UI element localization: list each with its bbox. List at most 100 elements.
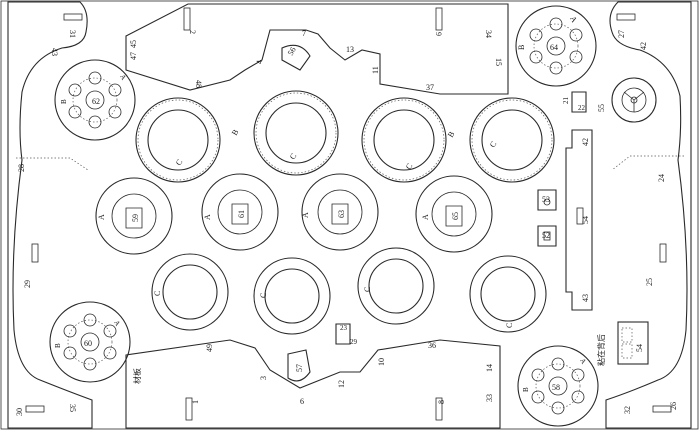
letter-b: B <box>517 45 526 50</box>
label-53: 53 <box>542 195 550 204</box>
steering-wheel-55 <box>611 77 657 123</box>
label-47: 47 <box>129 52 138 60</box>
letter-b: B <box>230 128 240 137</box>
label-26: 26 <box>669 402 678 410</box>
label-60: 60 <box>84 339 92 348</box>
right-side-panel <box>605 1 692 429</box>
left-side-panel <box>7 1 93 429</box>
hub-60 <box>49 301 131 383</box>
letter-c: C <box>404 162 414 171</box>
letter-b: B <box>54 343 62 348</box>
letter-c: C <box>174 158 184 167</box>
label-55: 55 <box>597 104 606 112</box>
label-65: 65 <box>451 212 460 220</box>
tab-21-22 <box>571 91 587 113</box>
tab-52 <box>537 225 557 247</box>
label-52: 52 <box>542 231 550 240</box>
label-54b: 54 <box>635 344 644 352</box>
label-24: 24 <box>657 174 666 182</box>
slot <box>63 13 83 21</box>
tab-53 <box>537 189 557 211</box>
part-56 <box>281 44 311 71</box>
slot <box>435 397 443 421</box>
letter-c: C <box>288 152 298 161</box>
slot <box>435 7 443 31</box>
tire-ring <box>357 247 435 325</box>
label-54: 54 <box>581 216 590 224</box>
label-49: 49 <box>205 344 214 352</box>
label-57: 57 <box>295 364 304 372</box>
bottom-body-panel <box>125 339 501 429</box>
label-56: 56 <box>286 46 298 57</box>
label-43: 43 <box>50 48 59 56</box>
label-4: 4 <box>255 60 264 64</box>
label-11: 11 <box>371 66 380 74</box>
label-42: 42 <box>639 42 648 50</box>
letter-a: A <box>301 212 310 218</box>
tire-ring <box>151 253 229 331</box>
tire-ring <box>361 97 447 183</box>
wheel-disc-59 <box>95 177 173 255</box>
label-33: 33 <box>485 394 494 402</box>
glue-tab-54 <box>617 321 649 365</box>
label-36: 36 <box>428 341 436 350</box>
label-28: 28 <box>17 164 26 172</box>
label-64: 64 <box>550 43 558 52</box>
letter-a: A <box>112 319 121 327</box>
label-3: 3 <box>259 376 268 380</box>
label-8: 8 <box>437 400 446 404</box>
label-48: 48 <box>194 80 203 88</box>
label-6: 6 <box>300 397 304 406</box>
letter-a: A <box>118 73 127 81</box>
letter-c: C <box>505 323 514 328</box>
label-58: 58 <box>552 383 560 392</box>
tire-ring <box>253 257 331 335</box>
label-45: 45 <box>129 40 138 48</box>
letter-a: A <box>578 357 587 365</box>
tire-ring <box>469 255 547 333</box>
slot <box>659 243 667 263</box>
letter-a: A <box>568 15 579 25</box>
label-34: 34 <box>484 30 493 38</box>
hub-58 <box>517 345 599 427</box>
slot <box>185 397 193 421</box>
left-fold-line <box>16 157 89 171</box>
label-42b: 42 <box>581 138 590 146</box>
label-37: 37 <box>426 83 434 92</box>
label-12: 12 <box>337 380 346 388</box>
label-10: 10 <box>377 358 386 366</box>
label-43b: 43 <box>581 294 590 302</box>
part-23-29 <box>335 323 351 345</box>
letter-c: C <box>153 291 162 296</box>
label-59: 59 <box>131 214 140 222</box>
label-14: 14 <box>485 364 494 372</box>
label-23: 23 <box>340 324 348 332</box>
slot <box>25 405 45 413</box>
part-57 <box>287 349 311 382</box>
letter-a: A <box>203 214 212 220</box>
slot <box>652 405 672 413</box>
tire-ring <box>135 97 221 183</box>
label-21: 21 <box>562 97 570 105</box>
slot <box>183 7 191 31</box>
label-29: 29 <box>23 280 32 288</box>
letter-a: A <box>97 214 106 220</box>
right-fold-line <box>611 155 684 171</box>
label-30: 30 <box>15 408 24 416</box>
label-22: 22 <box>578 104 586 112</box>
label-7: 7 <box>302 29 306 38</box>
note-material: 材板 <box>132 368 142 384</box>
letter-b: B <box>60 99 68 104</box>
wheel-disc-63 <box>301 173 379 251</box>
letter-c: C <box>488 140 498 149</box>
label-61: 61 <box>237 210 246 218</box>
label-9: 9 <box>434 32 443 36</box>
label-25: 25 <box>645 278 654 286</box>
note-glue-back: 粘在背后 <box>596 334 606 366</box>
hub-62 <box>54 59 136 141</box>
letter-a: A <box>421 214 430 220</box>
letter-b: B <box>522 387 530 392</box>
label-35: 35 <box>68 404 77 412</box>
